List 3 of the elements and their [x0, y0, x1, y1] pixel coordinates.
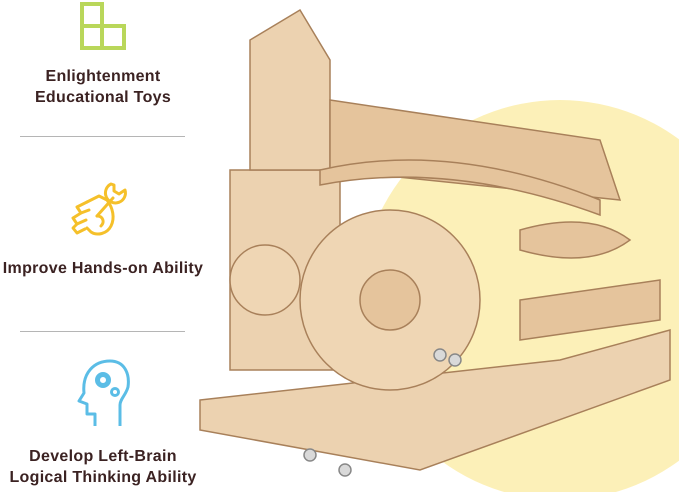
feature-text: Enlightenment Educational Toys — [34, 67, 172, 108]
feature-text: Improve Hands-on Ability — [2, 259, 204, 279]
feature-text: Develop Left-Brain Logical Thinking Ability — [8, 447, 198, 488]
